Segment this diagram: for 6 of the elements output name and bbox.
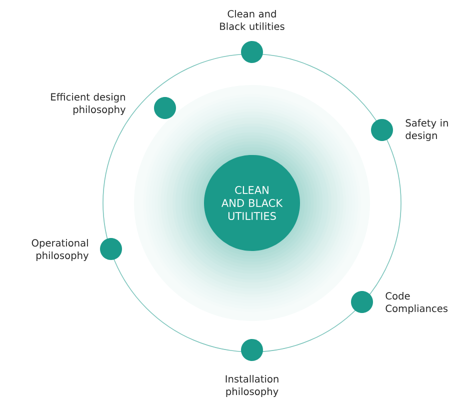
point-label: Installation philosophy — [226, 375, 278, 397]
point-label: Safety in design — [406, 119, 448, 141]
point-label: Operational philosophy — [32, 239, 89, 261]
point-label: Efficient design philosophy — [51, 93, 126, 115]
point-label: Code Compliances — [386, 292, 448, 314]
point-label: Clean and Black utilities — [220, 10, 284, 30]
